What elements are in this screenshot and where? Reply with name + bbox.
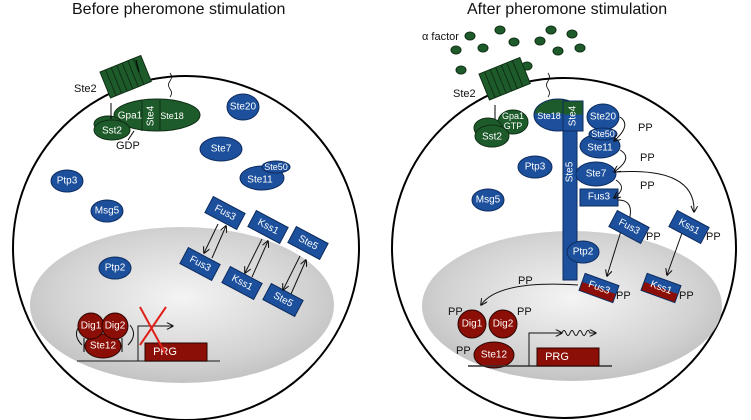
panel-after: After pheromone stimulation α factor bbox=[391, 1, 737, 419]
label-sst2: Sst2 bbox=[102, 126, 122, 137]
svg-text:Fus3: Fus3 bbox=[588, 192, 611, 203]
label-gpa1: Gpa1 bbox=[118, 111, 143, 122]
shuttle-fus3-nucleus: Fus3 bbox=[179, 246, 221, 282]
active-kss1-nucleus: Kss1 bbox=[640, 272, 682, 304]
protein-ptp2-after: Ptp2 bbox=[566, 240, 600, 264]
pp-label: PP bbox=[517, 306, 532, 318]
label-ste12: Ste12 bbox=[90, 341, 117, 352]
pp-label: PP bbox=[638, 122, 653, 134]
protein-msg5: Msg5 bbox=[90, 199, 124, 223]
svg-text:Ste7: Ste7 bbox=[586, 169, 607, 180]
svg-text:Ptp3: Ptp3 bbox=[525, 162, 546, 173]
gdp-link bbox=[127, 130, 135, 141]
gene-prg bbox=[144, 342, 208, 362]
svg-text:Sst2: Sst2 bbox=[482, 132, 502, 143]
svg-text:Ptp3: Ptp3 bbox=[57, 176, 78, 187]
protein-fus3-bound: Fus3 bbox=[579, 188, 619, 207]
pp-label: PP bbox=[616, 290, 631, 302]
svg-text:Ptp2: Ptp2 bbox=[105, 263, 126, 274]
protein-ste11-after: Ste11 bbox=[579, 133, 621, 159]
svg-text:Ste11: Ste11 bbox=[587, 143, 613, 154]
svg-text:Ste7: Ste7 bbox=[211, 144, 232, 155]
protein-ste7: Ste7 bbox=[199, 136, 243, 162]
protein-dig2-after: Dig2 bbox=[488, 309, 518, 339]
label-ste2-after: Ste2 bbox=[453, 88, 476, 100]
promoter-arrow bbox=[137, 326, 173, 361]
shuttle-kss1-cytoplasm: Kss1 bbox=[247, 209, 289, 245]
protein-ste7-after: Ste7 bbox=[575, 161, 617, 187]
panel-title-after: After pheromone stimulation bbox=[467, 1, 667, 18]
svg-text:Msg5: Msg5 bbox=[95, 206, 120, 217]
panel-before: Before pheromone stimulation Ste2 bbox=[12, 1, 360, 420]
transcription-blocked-x-icon bbox=[139, 306, 167, 354]
svg-text:Gpa1: Gpa1 bbox=[502, 111, 524, 121]
pp-label: PP bbox=[679, 290, 694, 302]
pp-label: PP bbox=[518, 275, 533, 287]
pp-label: PP bbox=[456, 345, 471, 357]
mrna-transcript-icon bbox=[561, 331, 596, 336]
pp-label: PP bbox=[640, 180, 655, 192]
protein-ste12-after: Ste12 bbox=[473, 341, 515, 369]
gene-prg-after bbox=[536, 347, 600, 367]
promoter-arrow-after bbox=[528, 333, 562, 366]
label-dig1: Dig1 bbox=[81, 321, 102, 332]
shuttle-arrows bbox=[204, 223, 306, 295]
shuttle-kss1-nucleus: Kss1 bbox=[221, 265, 263, 301]
ste2-receptor bbox=[99, 54, 152, 99]
ste2-receptor-after bbox=[478, 56, 531, 101]
protein-ste50-after: Ste50 bbox=[588, 127, 618, 141]
protein-ste20: Ste20 bbox=[226, 93, 260, 121]
cell-membrane-after bbox=[391, 77, 737, 419]
protein-ste50: Ste50 bbox=[261, 160, 291, 174]
active-kss1-cytoplasm: Kss1 bbox=[668, 209, 710, 245]
dig1-dig2-ste12-complex: Ste12 Dig1 Dig2 bbox=[76, 312, 134, 359]
shuttle-fus3-cytoplasm: Fus3 bbox=[204, 195, 246, 231]
protein-ptp3-after: Ptp3 bbox=[517, 155, 553, 179]
ste18-ste4-dimer: Ste18 Ste4 bbox=[533, 98, 584, 132]
sst2-after: Sst2 bbox=[473, 117, 510, 148]
protein-ptp3: Ptp3 bbox=[50, 169, 84, 193]
label-ste4: Ste4 bbox=[146, 105, 157, 126]
label-alpha-factor: α factor bbox=[422, 31, 459, 43]
lipid-anchor bbox=[168, 72, 172, 98]
pp-label: PP bbox=[646, 231, 661, 243]
shuttle-ste5-nucleus: Ste5 bbox=[262, 282, 304, 318]
panel-title-before: Before pheromone stimulation bbox=[72, 1, 285, 18]
svg-text:Ste12: Ste12 bbox=[481, 350, 508, 361]
label-ste18-after: Ste18 bbox=[537, 111, 561, 121]
protein-dig1-after: Dig1 bbox=[457, 309, 487, 339]
svg-text:Ste11: Ste11 bbox=[247, 175, 273, 186]
protein-ste20-after: Ste20 bbox=[586, 103, 620, 131]
protein-ptp2: Ptp2 bbox=[98, 256, 132, 280]
svg-text:Ptp2: Ptp2 bbox=[573, 247, 594, 258]
label-ste4-after: Ste4 bbox=[568, 105, 579, 126]
protein-msg5-after: Msg5 bbox=[471, 188, 505, 212]
pp-label: PP bbox=[448, 306, 463, 318]
svg-text:Dig1: Dig1 bbox=[462, 319, 483, 330]
label-gdp: GDP bbox=[116, 140, 140, 152]
pp-label: PP bbox=[640, 152, 655, 164]
g-protein-heterotrimer: Gpa1 Ste4 Ste18 bbox=[113, 98, 201, 132]
lipid-anchor-after bbox=[546, 72, 550, 98]
label-prg-after: PRG bbox=[545, 351, 569, 363]
svg-text:Ste50: Ste50 bbox=[591, 129, 615, 139]
svg-text:Ste20: Ste20 bbox=[590, 112, 617, 123]
phosphorylation-arrows bbox=[481, 116, 694, 305]
svg-text:Ste20: Ste20 bbox=[230, 102, 257, 113]
label-ste18: Ste18 bbox=[160, 111, 184, 121]
sst2: Sst2 bbox=[93, 115, 131, 141]
svg-text:Msg5: Msg5 bbox=[476, 195, 501, 206]
svg-text:GTP: GTP bbox=[504, 121, 523, 131]
label-ste5: Ste5 bbox=[565, 161, 576, 182]
pp-label: PP bbox=[706, 231, 721, 243]
active-fus3-nucleus: Fus3 bbox=[578, 272, 620, 304]
svg-text:Dig2: Dig2 bbox=[493, 319, 514, 330]
shuttle-ste5-cytoplasm: Ste5 bbox=[287, 225, 329, 261]
active-fus3-cytoplasm: Fus3 bbox=[608, 209, 650, 245]
label-dig2: Dig2 bbox=[105, 321, 126, 332]
label-ste2: Ste2 bbox=[74, 83, 97, 95]
svg-text:Ste50: Ste50 bbox=[264, 162, 288, 172]
